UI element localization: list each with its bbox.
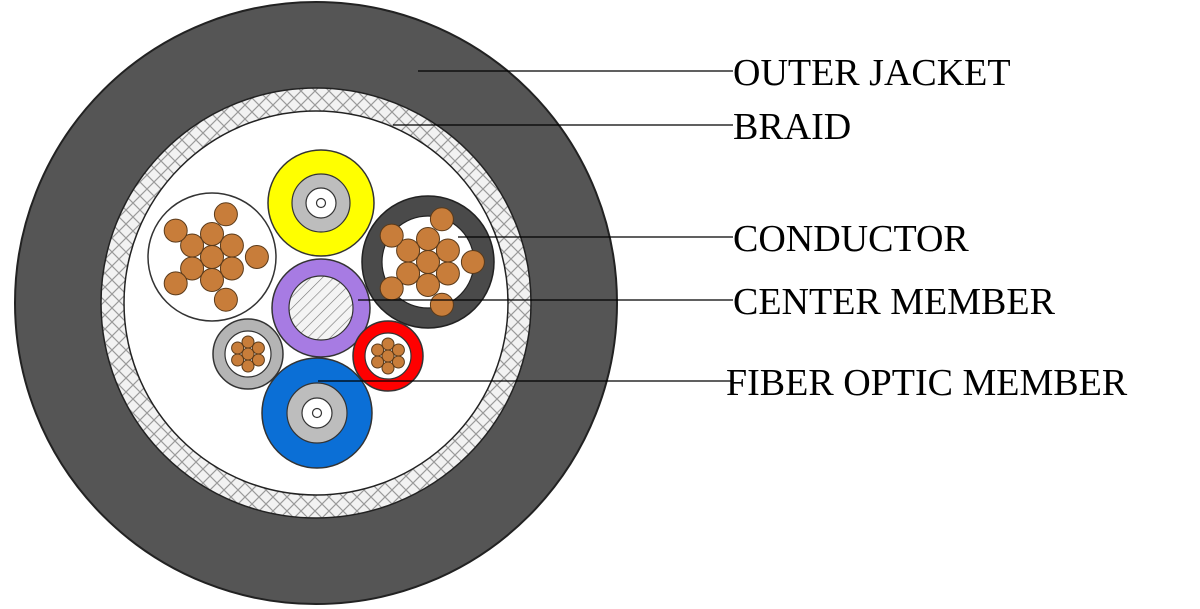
- label-braid: BRAID: [733, 106, 851, 148]
- fiber-optic-member-yellow: [267, 149, 375, 257]
- label-center-member: CENTER MEMBER: [733, 281, 1056, 323]
- copper-strand: [416, 273, 440, 297]
- copper-strand: [416, 227, 440, 251]
- conductor-black-strands: [379, 207, 485, 317]
- copper-strand: [244, 245, 269, 269]
- conductor-grey-strands: [231, 335, 265, 373]
- copper-strand: [200, 222, 224, 246]
- copper-strand: [231, 341, 245, 355]
- conductor-red-strands: [371, 337, 405, 375]
- copper-strand: [460, 250, 485, 274]
- copper-strand: [379, 276, 404, 301]
- copper-strand: [251, 341, 265, 355]
- copper-strand: [371, 355, 385, 369]
- copper-strand: [200, 245, 224, 269]
- copper-strand: [241, 359, 255, 373]
- copper-strand: [435, 238, 460, 263]
- copper-strand: [381, 361, 395, 375]
- copper-strand: [163, 218, 188, 243]
- copper-strand: [200, 268, 224, 292]
- label-conductor: CONDUCTOR: [733, 218, 969, 260]
- center-member: [271, 258, 371, 358]
- copper-strand: [213, 287, 238, 312]
- copper-strand: [371, 343, 385, 357]
- copper-strand: [379, 223, 404, 248]
- copper-strand: [219, 233, 244, 258]
- label-outer-jacket: OUTER JACKET: [733, 52, 1011, 94]
- copper-strand: [163, 271, 188, 296]
- copper-strand: [180, 233, 205, 258]
- copper-strand: [391, 343, 405, 357]
- conductor-white-strands: [163, 202, 269, 312]
- fiber-optic-member-blue: [261, 357, 373, 469]
- copper-strand: [219, 256, 244, 281]
- copper-strand: [396, 238, 421, 263]
- label-fiber-optic-member: FIBER OPTIC MEMBER: [726, 362, 1128, 404]
- copper-strand: [435, 261, 460, 286]
- copper-strand: [416, 250, 440, 274]
- copper-strand: [213, 202, 238, 227]
- copper-strand: [231, 353, 245, 367]
- copper-strand: [241, 335, 255, 349]
- copper-strand: [429, 207, 454, 232]
- copper-strand: [381, 337, 395, 351]
- copper-strand: [429, 292, 454, 317]
